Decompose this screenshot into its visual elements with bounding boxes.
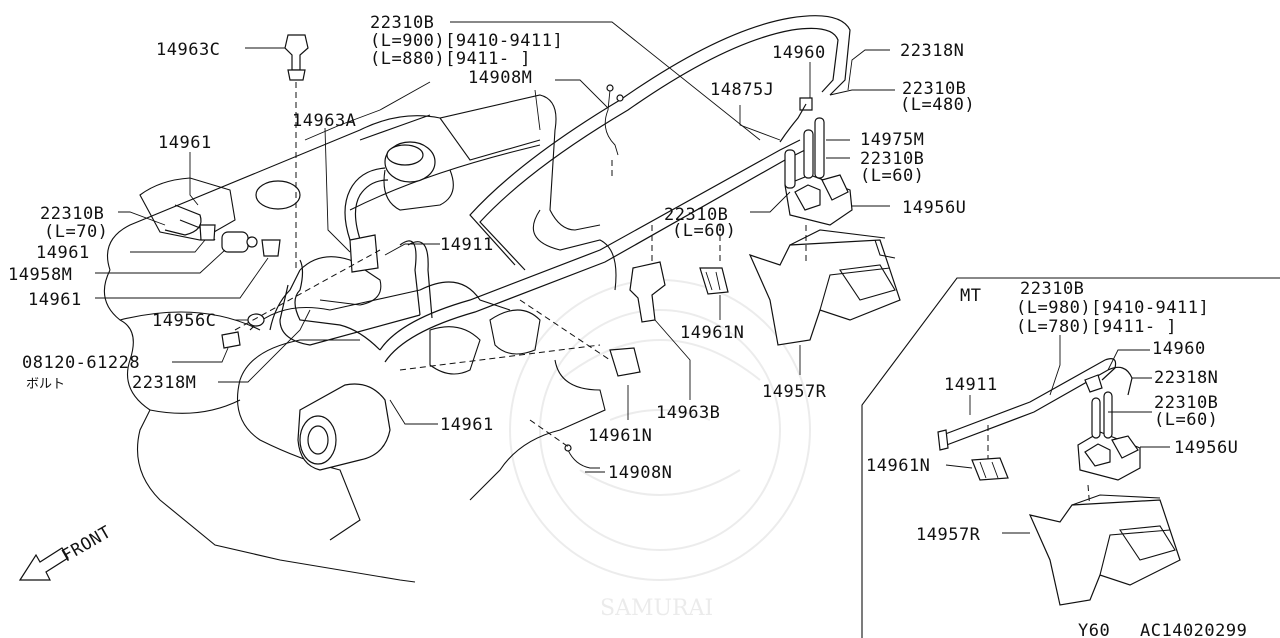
- label-14961-d: 14961: [440, 415, 494, 435]
- label-22310B-l60-a: 22310B: [860, 149, 924, 169]
- label-mt-14961N: 14961N: [866, 456, 930, 476]
- label-mt-22310B-l60: 22310B: [1154, 393, 1218, 413]
- label-mt-22310B: 22310B: [1020, 279, 1084, 299]
- label-14963B: 14963B: [656, 403, 720, 423]
- label-14958M: 14958M: [8, 265, 72, 285]
- label-mt-22318N: 22318N: [1154, 368, 1218, 388]
- callout-labels: 14963C 22310B (L=900)[9410-9411] (L=880)…: [8, 13, 1247, 638]
- label-22318M: 22318M: [132, 373, 196, 393]
- label-22310B-l60-a-len: (L=60): [860, 166, 924, 186]
- label-14911: 14911: [440, 235, 494, 255]
- label-mt-22310B-len2: (L=780)[9411- ]: [1016, 317, 1177, 337]
- front-label: FRONT: [59, 522, 115, 566]
- label-14960: 14960: [772, 43, 826, 63]
- label-22310B-l70: 22310B: [40, 204, 104, 224]
- label-14961N-a: 14961N: [588, 426, 652, 446]
- label-mt-14956U: 14956U: [1174, 438, 1238, 458]
- label-mt-22310B-l60-len: (L=60): [1154, 410, 1218, 430]
- label-14957R: 14957R: [762, 382, 827, 402]
- clips-and-valves: [199, 34, 901, 469]
- label-14908M: 14908M: [468, 68, 532, 88]
- label-bolt-note: ボルト: [26, 377, 65, 392]
- label-14963C: 14963C: [156, 40, 220, 60]
- dashed-guides: [234, 82, 1091, 511]
- label-14961-c: 14961: [28, 290, 82, 310]
- label-22310B-l480: 22310B: [902, 79, 966, 99]
- front-arrow: [18, 547, 69, 581]
- label-model-code: Y60: [1078, 621, 1110, 638]
- watermark-text: SAMURAI: [600, 596, 713, 621]
- label-mt-22310B-len1: (L=980)[9410-9411]: [1016, 298, 1209, 318]
- label-14956U: 14956U: [902, 198, 966, 218]
- label-14961N-b: 14961N: [680, 323, 744, 343]
- label-14963A: 14963A: [292, 111, 356, 131]
- label-08120-61228: 08120-61228: [22, 353, 140, 373]
- label-14908N: 14908N: [608, 463, 672, 483]
- label-22310B-l60-b: 22310B: [664, 205, 728, 225]
- hose-assembly: [164, 15, 851, 363]
- label-22310B-l480-len: (L=480): [900, 95, 975, 115]
- engine-outline: [103, 94, 617, 583]
- watermark-emblem: SAMURAI: [509, 279, 811, 621]
- label-diagram-code: AC14020299: [1140, 621, 1247, 638]
- label-22310B-l70-len: (L=70): [44, 222, 108, 242]
- label-22318N: 22318N: [900, 41, 964, 61]
- label-mt-14911: 14911: [944, 375, 998, 395]
- label-22310B-main-len2: (L=880)[9411- ]: [370, 49, 531, 69]
- mt-inset: [861, 277, 1280, 638]
- label-22310B-l60-b-len: (L=60): [672, 221, 736, 241]
- label-14961-b: 14961: [36, 243, 90, 263]
- label-22310B-main: 22310B: [370, 13, 434, 33]
- leader-lines: [95, 21, 895, 473]
- label-14875J: 14875J: [710, 80, 774, 100]
- label-mt-14960: 14960: [1152, 339, 1206, 359]
- label-22310B-main-len1: (L=900)[9410-9411]: [370, 31, 563, 51]
- label-mt-14957R: 14957R: [916, 525, 981, 545]
- label-14956C: 14956C: [152, 311, 216, 331]
- label-14975M: 14975M: [860, 130, 924, 150]
- label-14961-a: 14961: [158, 133, 212, 153]
- label-mt-variant: MT: [960, 286, 981, 306]
